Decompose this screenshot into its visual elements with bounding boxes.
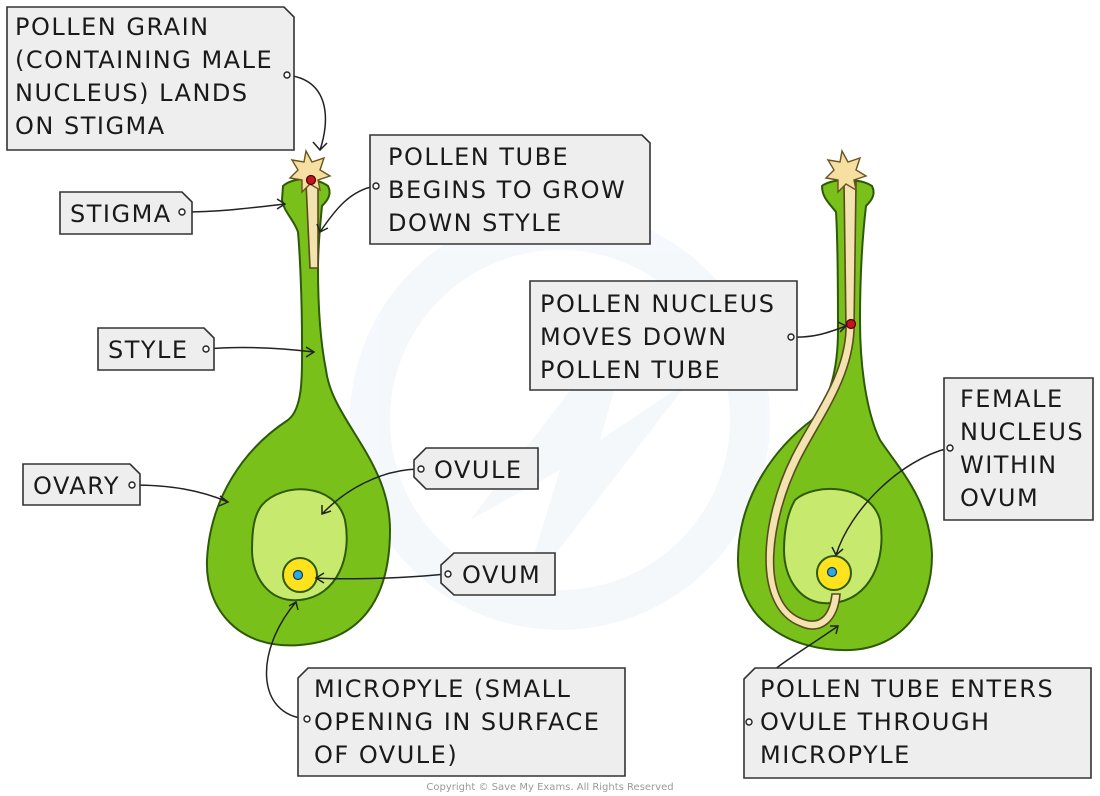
female-nucleus-line-2: NUCLEUS [960, 418, 1084, 446]
flower-right [736, 148, 934, 652]
pollen-tube-enters-line-1: POLLEN TUBE ENTERS [760, 675, 1054, 703]
label-stigma: STIGMA [59, 191, 193, 235]
ovule-right [782, 487, 883, 605]
label-ovum: OVUM [440, 552, 556, 596]
pollen-tube-grows-line-2: BEGINS TO GROW [388, 176, 626, 204]
style-text: STYLE [108, 336, 189, 364]
ovum-text: OVUM [462, 561, 541, 589]
pollen-nucleus-line-1: POLLEN NUCLEUS [540, 290, 775, 318]
pollen-grain-line-4: ON STIGMA [15, 112, 166, 140]
pollen-tube-grows-line-3: DOWN STYLE [388, 209, 563, 237]
pollen-tube-grows-line-1: POLLEN TUBE [388, 143, 569, 171]
label-pollen-tube-enters: POLLEN TUBE ENTERS OVULE THROUGH MICROPYLE [743, 667, 1092, 779]
label-pollen-tube-grows: POLLEN TUBE BEGINS TO GROW DOWN STYLE [369, 134, 651, 245]
micropyle-line-2: OPENING IN SURFACE [314, 708, 600, 736]
female-nucleus-line-4: OVUM [960, 484, 1039, 512]
ovary-text: OVARY [33, 472, 120, 500]
label-style: STYLE [97, 327, 215, 371]
label-ovule: OVULE [413, 447, 539, 490]
ovule-left [250, 488, 348, 602]
female-nucleus-left [292, 569, 304, 581]
female-nucleus-right [826, 566, 838, 578]
label-pollen-nucleus: POLLEN NUCLEUS MOVES DOWN POLLEN TUBE [529, 280, 798, 391]
label-micropyle: MICROPYLE (SMALL OPENING IN SURFACE OF OVU… [297, 667, 626, 777]
flower-left [205, 148, 392, 647]
pollen-nucleus-line-3: POLLEN TUBE [540, 356, 721, 384]
pollen-tube-enters-line-2: OVULE THROUGH [760, 708, 991, 736]
micropyle-line-3: OF OVULE) [314, 741, 458, 769]
label-ovary: OVARY [22, 463, 141, 506]
micropyle-line-1: MICROPYLE (SMALL [314, 675, 571, 703]
label-pollen-grain: POLLEN GRAIN (CONTAINING MALE NUCLEUS) LAN… [6, 6, 295, 151]
label-female-nucleus: FEMALE NUCLEUS WITHIN OVUM [943, 377, 1094, 521]
pollen-grain-line-1: POLLEN GRAIN [15, 13, 210, 41]
pollen-nucleus-line-2: MOVES DOWN [540, 323, 728, 351]
female-nucleus-line-3: WITHIN [960, 451, 1058, 479]
male-nucleus-right [845, 318, 857, 330]
male-nucleus-left [305, 174, 317, 186]
pollen-grain-line-3: NUCLEUS) LANDS [15, 79, 249, 107]
pollen-grain-right [824, 148, 868, 194]
leader-lines [131, 74, 950, 721]
female-nucleus-line-1: FEMALE [960, 385, 1064, 413]
stigma-text: STIGMA [70, 200, 172, 228]
pollen-tube-right [765, 181, 857, 630]
pollen-tube-enters-line-3: MICROPYLE [760, 741, 911, 769]
ovule-text: OVULE [434, 456, 523, 484]
copyright-text: Copyright © Save My Exams. All Rights Re… [426, 782, 673, 793]
pollen-grain-line-2: (CONTAINING MALE [15, 46, 273, 74]
